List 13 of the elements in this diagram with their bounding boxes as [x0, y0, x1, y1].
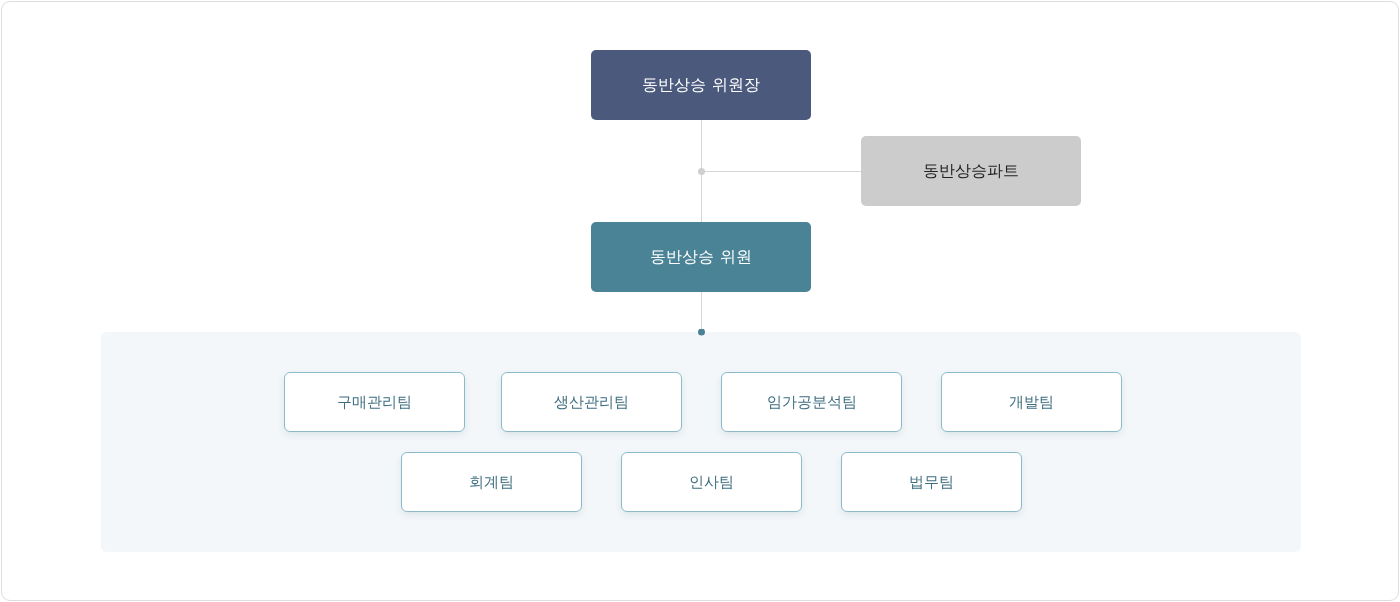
partner-box: 동반상승파트 [861, 136, 1081, 206]
team-box: 구매관리팀 [284, 372, 465, 432]
team-box: 법무팀 [841, 452, 1022, 512]
team-box: 회계팀 [401, 452, 582, 512]
committee-member-box: 동반상승 위원 [591, 222, 811, 292]
team-box: 임가공분석팀 [721, 372, 902, 432]
connector-line [698, 291, 705, 336]
team-box: 개발팀 [941, 372, 1122, 432]
connector-line [701, 119, 862, 172]
team-box: 생산관리팀 [501, 372, 682, 432]
team-box: 인사팀 [621, 452, 802, 512]
team-panel [101, 332, 1301, 552]
chairperson-box: 동반상승 위원장 [591, 50, 811, 120]
